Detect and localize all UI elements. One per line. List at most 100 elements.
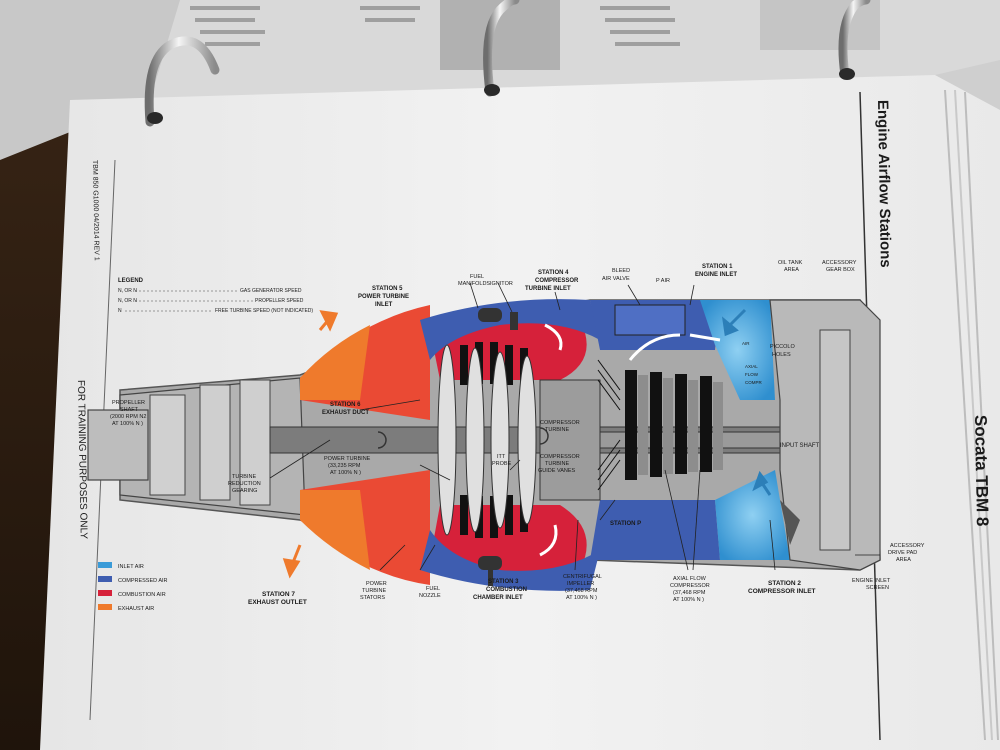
flow-arrows [539, 323, 721, 557]
fuel-nozzle-label-1: NOZZLE [419, 593, 441, 599]
inlet-air-top [700, 300, 775, 400]
ct-guide-label-0: COMPRESSOR [540, 454, 580, 460]
station6-label-1: EXHAUST DUCT [322, 410, 369, 416]
legend-desc-2: FREE TURBINE SPEED (NOT INDICATED) [215, 308, 313, 314]
back-page-text [190, 0, 880, 70]
centrifugal-label-3: AT 100% N ) [566, 595, 597, 601]
back-page-left [0, 0, 180, 160]
binder-ring-left [144, 36, 220, 127]
legend-color-3: EXHAUST AIR [118, 606, 154, 612]
header-title: Engine Airflow Stations [874, 100, 894, 268]
itt-probe-label-0: ITT [497, 454, 506, 460]
legend-key-1: N, OR N [118, 298, 137, 304]
oil-tank-label-1: AREA [784, 267, 799, 273]
station7-label-1: EXHAUST OUTLET [248, 599, 307, 606]
power-turbine-label-2: AT 100% N ) [330, 470, 361, 476]
pt-stators-label-0: POWER [366, 581, 387, 587]
page-stack-edges [944, 89, 999, 741]
itt-probe-label-1: PROBE [492, 461, 512, 467]
station4-label-2: TURBINE INLET [525, 286, 571, 292]
engine-diagram [87, 299, 881, 591]
legend-title: LEGEND [118, 278, 144, 284]
inlet-screen-hatch [780, 500, 800, 545]
centrifugal-label-2: (37,468 RPM [565, 588, 598, 594]
piccolo-label-1: HOLES [772, 352, 791, 358]
side-doc: TBM 850 G1000 04/2014 REV 1 [91, 160, 100, 261]
binder-ring-center [483, 0, 520, 97]
inlet-arrows [721, 308, 772, 496]
axial-flow-label-2: (37,468 RPM [673, 590, 706, 596]
diagram-labels: LEGEND N, OR N GAS GENERATOR SPEED N, OR… [98, 260, 925, 612]
station6-label-0: STATION 6 [330, 402, 361, 408]
power-turbine-label-1: (33,235 RPM [328, 463, 361, 469]
compressed-duct-bottom [590, 500, 720, 560]
fuel-manifolds-label-0: FUEL [470, 274, 484, 280]
propeller-shaft-label-0: PROPELLER [112, 400, 145, 406]
centrifugal-impeller [597, 359, 621, 491]
gear-box-label-0: ACCESSORY [822, 260, 857, 266]
accessory-drive-label-0: ACCESSORY [890, 543, 925, 549]
pt-stators-label-2: STATORS [360, 595, 385, 601]
exhaust-arrows [282, 310, 339, 579]
fuel-manifolds-label-1: MANIFOLDS [458, 281, 490, 287]
p3-air-label: P AIR [656, 278, 670, 284]
legend-desc-0: GAS GENERATOR SPEED [240, 288, 302, 294]
piccolo-label-0: PICCOLO [770, 344, 795, 350]
power-turbine-label-0: POWER TURBINE [324, 456, 371, 462]
station5-label-1: POWER TURBINE [358, 294, 409, 300]
ct-guide-label-1: TURBINE [545, 461, 569, 467]
ring-hole-right [839, 68, 855, 80]
station1-label-1: ENGINE INLET [695, 272, 737, 278]
exhaust-bottom-orange [300, 490, 370, 570]
legend-key-0: N, OR N [118, 288, 137, 294]
ignitor-label: IGNITOR [490, 281, 513, 287]
station3-label-0: STATION 3 [488, 579, 519, 585]
centrifugal-label-1: IMPELLER [567, 581, 594, 587]
turbine-discs [437, 344, 537, 536]
accessory-drive-label-2: AREA [896, 557, 911, 563]
legend-key-2: N [118, 308, 122, 314]
legend-desc-1: PROPELLER SPEED [255, 298, 304, 304]
bleed-valve-label-1: AIR VALVE [602, 276, 630, 282]
legend-color-0: INLET AIR [118, 564, 144, 570]
accessory-drive-pad [819, 329, 851, 551]
axial-small-1: FLOW [745, 372, 759, 377]
centrifugal-label-0: CENTRIFUGAL [563, 574, 602, 580]
exhaust-top-orange [300, 325, 370, 400]
legend-swatch-exhaust [98, 604, 112, 610]
side-footer: FOR TRAINING PURPOSES ONLY [75, 380, 89, 540]
station4-label-1: COMPRESSOR [535, 278, 579, 284]
binder-ring-right [838, 0, 871, 80]
station3-label-2: CHAMBER INLET [473, 595, 523, 601]
ring-hole-left [147, 112, 163, 124]
combustion-bottom [430, 505, 587, 578]
gear-box-label-1: GEAR BOX [826, 267, 855, 273]
axial-small-0: AXIAL [745, 364, 758, 369]
oil-tank-label-0: OIL TANK [778, 260, 803, 266]
leader-lines [269, 282, 880, 571]
station1-label-0: STATION 1 [702, 264, 733, 270]
fuel-nozzle-label-0: FUEL [426, 586, 440, 592]
ring-hole-center [484, 84, 500, 96]
legend-color-2: COMBUSTION AIR [118, 592, 166, 598]
axial-flow-label-0: AXIAL FLOW [673, 576, 707, 582]
station5-label-0: STATION 5 [372, 286, 403, 292]
turbine-reduction-label-1: REDUCTION [228, 481, 261, 487]
legend-swatch-compressed [98, 576, 112, 582]
prop-shaft-block [149, 394, 186, 496]
compressor-turbine-label-0: COMPRESSOR [540, 420, 580, 426]
input-shaft-label: INPUT SHAFT [780, 443, 820, 449]
station3-label-1: COMBUSTION [486, 587, 527, 593]
ct-guide-label-2: GUIDE VANES [538, 468, 576, 474]
reduction-gear-1 [199, 384, 231, 501]
legend-color-1: COMPRESSED AIR [118, 578, 168, 584]
axial-compressor-blades [625, 370, 712, 480]
station-p-label: STATION P [610, 521, 641, 527]
legend-swatch-combustion [98, 590, 112, 596]
axial-flow-label-1: COMPRESSOR [670, 583, 710, 589]
compressed-top [420, 299, 600, 360]
compressor-turbine-casing [539, 379, 601, 501]
compressed-bottom [420, 530, 600, 591]
